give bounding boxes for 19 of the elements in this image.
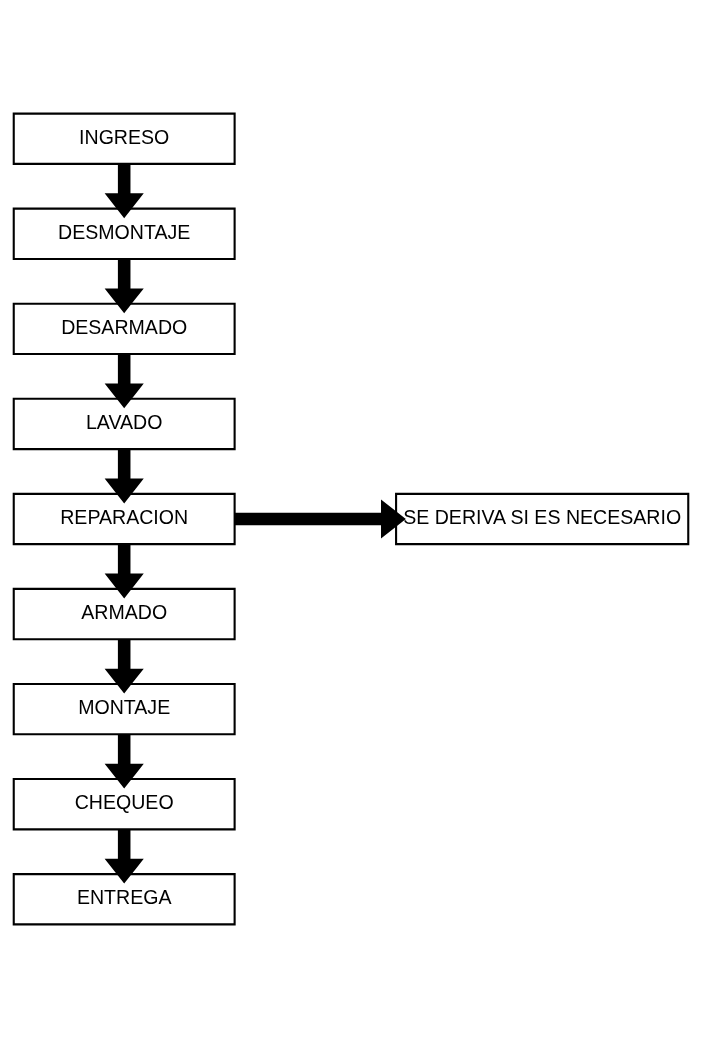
node-box: SE DERIVA SI ES NECESARIO <box>395 492 690 545</box>
arrow <box>234 498 406 539</box>
arrow <box>104 639 144 693</box>
node-box: ENTREGA <box>12 872 236 925</box>
arrow <box>104 354 144 408</box>
arrow <box>104 544 144 598</box>
arrow <box>104 449 144 503</box>
node-box: LAVADO <box>12 397 236 450</box>
node-box: DESMONTAJE <box>12 207 236 260</box>
node-box: MONTAJE <box>12 682 236 735</box>
node-box: ARMADO <box>12 587 236 640</box>
node-box: DESARMADO <box>12 302 236 355</box>
arrow <box>104 163 144 218</box>
arrow <box>104 829 144 884</box>
arrow <box>104 258 144 313</box>
arrow <box>104 734 144 789</box>
node-box: INGRESO <box>12 112 236 165</box>
node-box: REPARACION <box>12 492 236 545</box>
node-box: CHEQUEO <box>12 777 236 830</box>
